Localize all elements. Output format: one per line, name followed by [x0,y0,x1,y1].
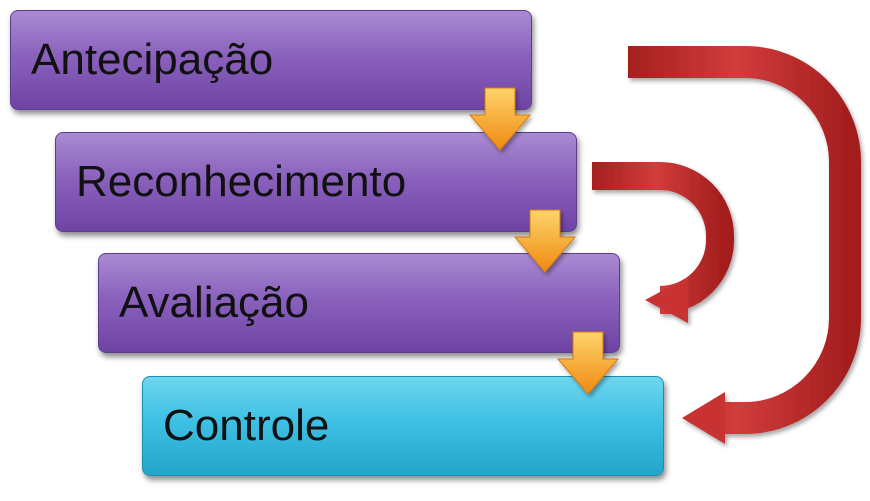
feedback-arrow-large [628,46,861,444]
step-avaliacao: Avaliação [98,253,620,353]
step-antecipacao: Antecipação [10,10,532,110]
step-label: Antecipação [31,35,274,84]
step-label: Controle [163,401,330,450]
step-controle: Controle [142,376,664,476]
step-reconhecimento: Reconhecimento [55,132,577,232]
step-label: Reconhecimento [76,157,407,206]
step-label: Avaliação [119,278,309,327]
flow-arrow-3 [556,331,620,395]
feedback-arrow-small [592,162,734,323]
flow-arrow-1 [468,87,532,151]
flow-arrow-2 [513,209,577,273]
